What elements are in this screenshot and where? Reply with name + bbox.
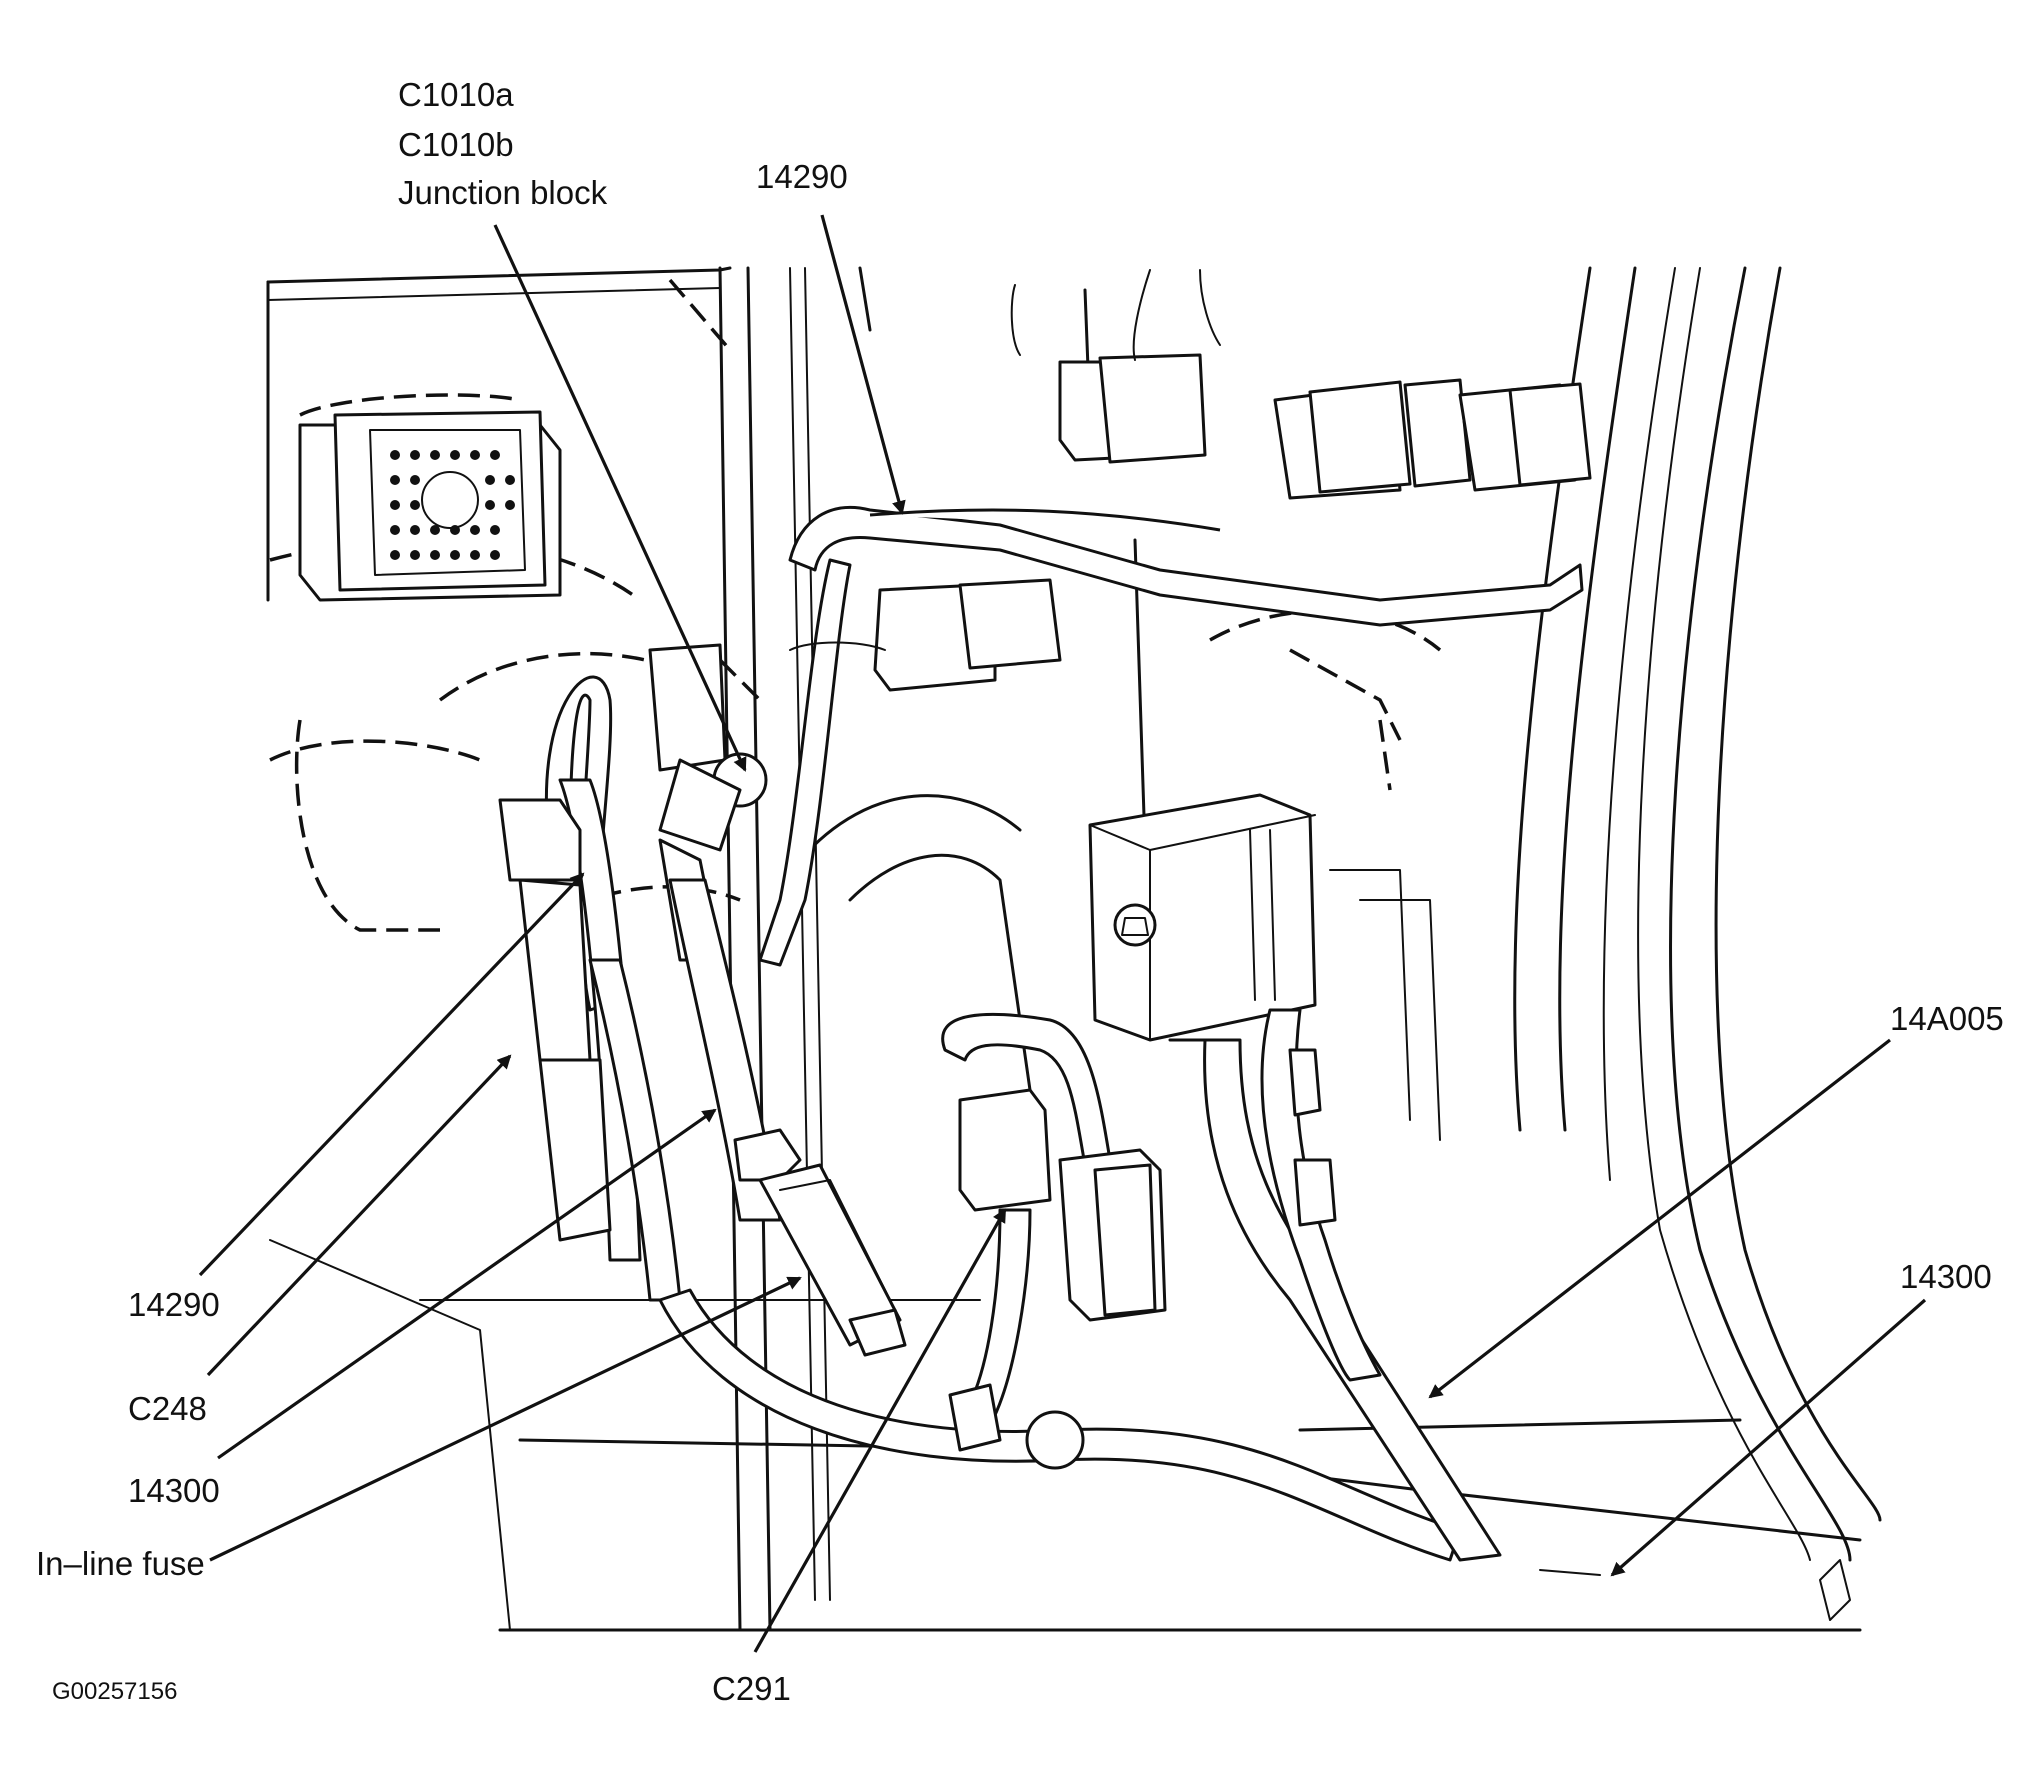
callout-inline-fuse: In–line fuse <box>36 1545 205 1582</box>
right-lower-trim <box>1539 1559 1851 1621</box>
mid-connector <box>789 578 1062 692</box>
c291-connector-group <box>941 1012 1167 1470</box>
relay-box <box>1088 793 1317 1042</box>
callout-right-14300: 14300 <box>1900 1258 1992 1295</box>
callout-junction-block: Junction block <box>398 174 608 211</box>
leader-c248 <box>206 1054 512 1377</box>
harness-left-loop <box>498 675 682 1302</box>
harness-14290-upper <box>758 505 1584 967</box>
harness-14a005 <box>1168 1008 1502 1562</box>
callout-c1010b: C1010b <box>398 126 514 163</box>
leader-left-14300 <box>217 1108 717 1460</box>
top-connector-row <box>1010 269 1592 500</box>
inline-fuse-holder <box>733 1128 907 1357</box>
callout-left-14300: 14300 <box>128 1472 220 1509</box>
callout-c291: C291 <box>712 1670 791 1707</box>
leader-right-14300 <box>1610 1298 1927 1577</box>
callout-14a005: 14A005 <box>1890 1000 2004 1037</box>
leader-junction-block <box>493 224 747 772</box>
leader-14a005 <box>1428 1038 1891 1399</box>
callout-left-14290: 14290 <box>128 1286 220 1323</box>
leader-inline-fuse <box>209 1276 802 1562</box>
leader-left-14290 <box>198 872 585 1277</box>
multi-pin-connector-block <box>298 410 562 602</box>
leader-top-14290 <box>820 214 906 515</box>
leader-c291 <box>753 1208 1007 1653</box>
callout-c248: C248 <box>128 1390 207 1427</box>
callout-c1010a: C1010a <box>398 76 514 113</box>
figure-id: G00257156 <box>52 1678 178 1705</box>
callout-top-14290: 14290 <box>756 158 848 195</box>
leader-lines <box>198 214 1927 1653</box>
